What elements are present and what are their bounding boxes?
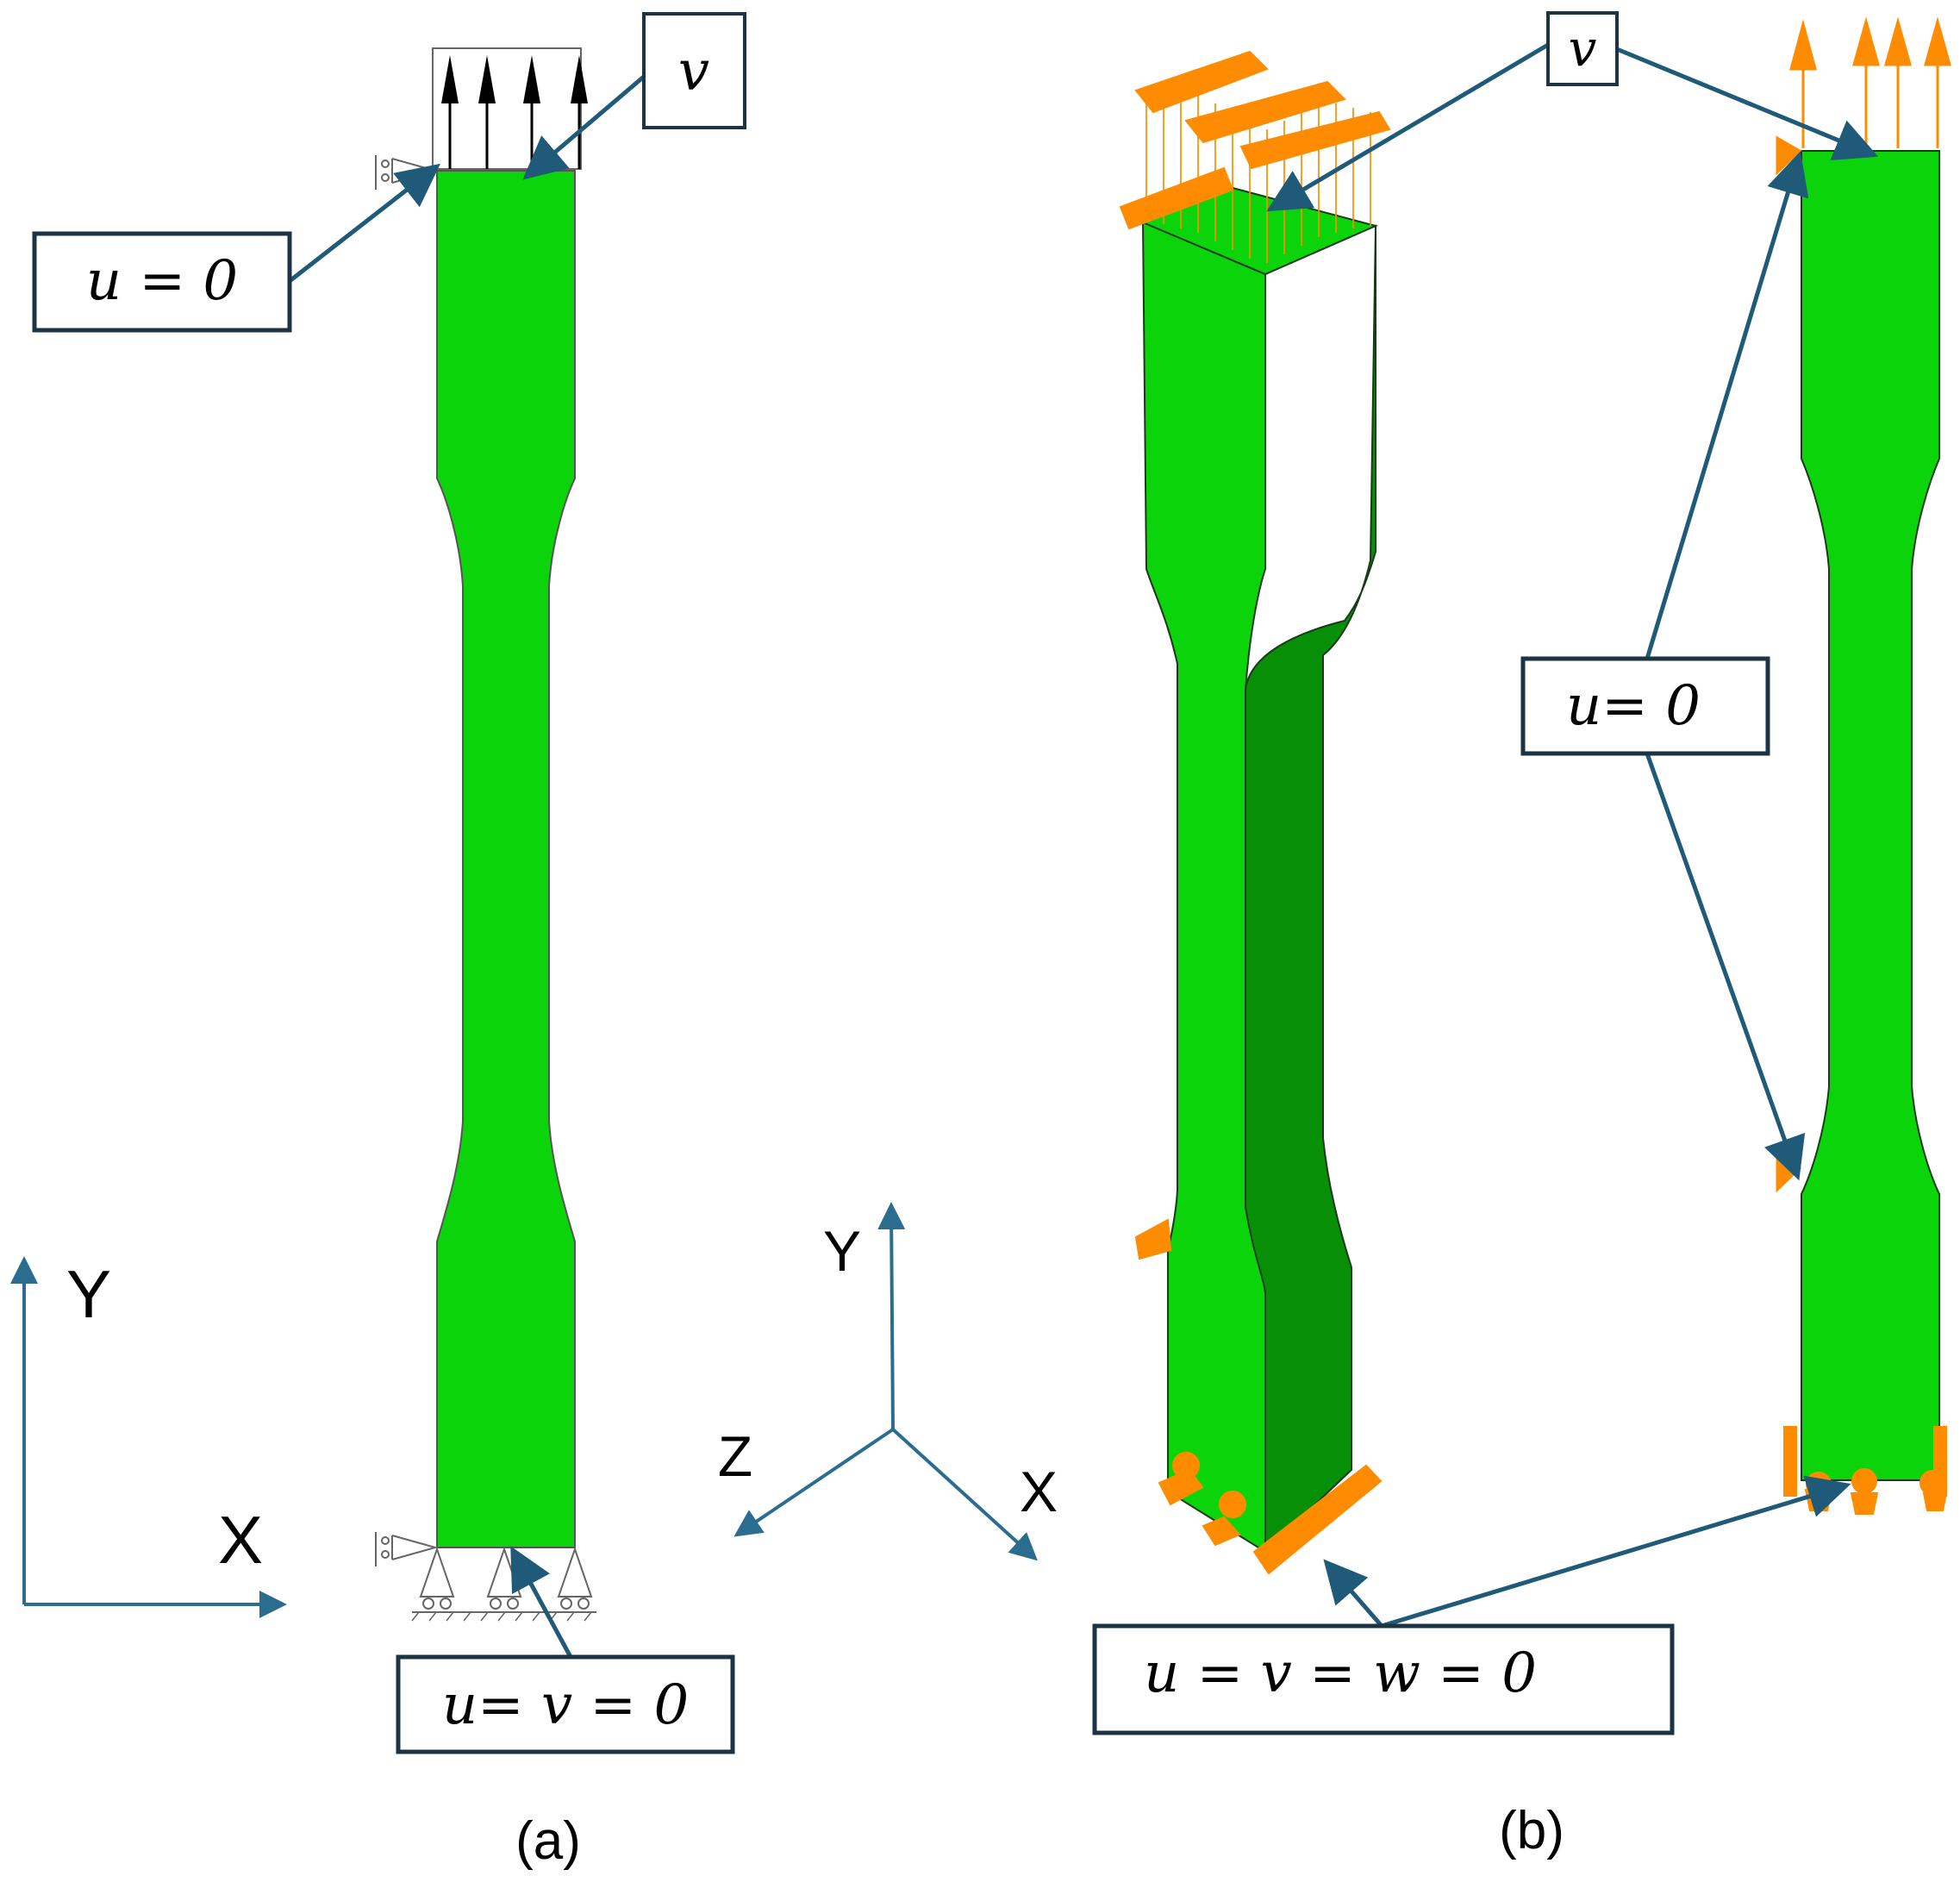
top-load-arrows	[432, 47, 588, 170]
callout-u0-b: u= 0	[1520, 151, 1809, 1181]
callout-uv0-a: u= v = 0	[396, 1546, 735, 1754]
callout-uv0-label: u= v = 0	[442, 1673, 689, 1737]
axes-2d: Y X	[10, 1256, 287, 1618]
callout-u0-a: u = 0	[32, 163, 440, 333]
panel-b: v u= 0 u = v = w = 0 (b)	[1092, 11, 1951, 1860]
roller-support-bottom-side	[375, 1532, 439, 1566]
panel-a-label: (a)	[515, 1811, 581, 1871]
callout-v-top-a: v	[522, 12, 746, 180]
axes-3d-triad: Y Z X	[718, 1202, 1058, 1561]
specimen-3d-right-face	[1245, 224, 1377, 1554]
load-arrows-3d	[1119, 50, 1391, 263]
axis-x-label: X	[218, 1502, 263, 1578]
triad-y-label: Y	[823, 1219, 861, 1283]
triad-z-label: Z	[718, 1424, 752, 1488]
callout-uvw0-label-b: u = v = w = 0	[1144, 1641, 1537, 1705]
pinned-supports-bottom	[411, 1546, 596, 1622]
callout-v-label: v	[678, 40, 709, 103]
triad-x-label: X	[1020, 1460, 1058, 1523]
callout-u0-label: u = 0	[86, 249, 238, 313]
specimen-2d	[436, 170, 576, 1548]
callout-v-label-b: v	[1569, 19, 1597, 78]
callout-u0-label-b: u= 0	[1566, 674, 1701, 738]
axis-y-label: Y	[66, 1256, 111, 1332]
panel-a: v u = 0 u= v = 0 Y X (a)	[10, 12, 746, 1871]
callout-uvw0-b: u = v = w = 0	[1092, 1475, 1851, 1735]
callout-v-top-b: v	[1266, 11, 1879, 212]
panel-b-label: (b)	[1499, 1801, 1564, 1860]
supports-3d	[1134, 1218, 1383, 1575]
specimen-2d-right	[1801, 150, 1940, 1481]
